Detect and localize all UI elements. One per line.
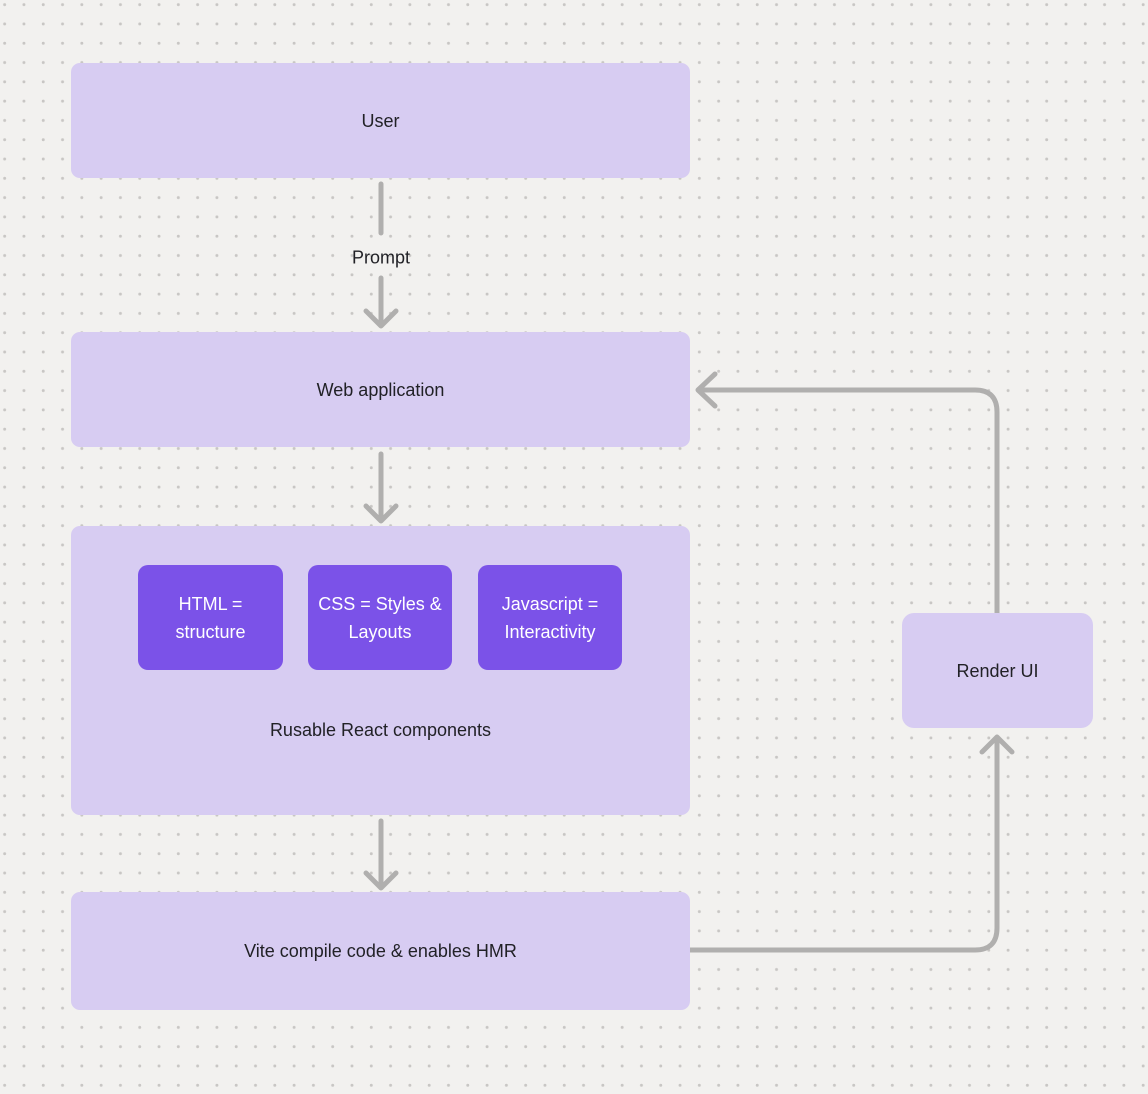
node-javascript-label: Javascript = Interactivity [501, 593, 599, 642]
edge-components-group-to-vite[interactable] [363, 818, 399, 891]
edge-render-ui-to-web-application[interactable] [695, 371, 1000, 616]
node-html-label: HTML = structure [175, 593, 246, 642]
node-components-group[interactable]: HTML = structure CSS = Styles & Layouts … [71, 526, 690, 815]
node-user-label: User [361, 110, 400, 131]
node-user[interactable]: User [71, 63, 690, 178]
node-css[interactable]: CSS = Styles & Layouts [308, 565, 452, 670]
edge-user-to-web-application[interactable] [363, 181, 399, 329]
node-vite[interactable]: Vite compile code & enables HMR [71, 892, 690, 1010]
node-web-application[interactable]: Web application [71, 332, 690, 447]
edge-web-application-to-components-group[interactable] [363, 451, 399, 524]
components-group-caption: Rusable React components [269, 720, 492, 740]
node-web-application-label: Web application [316, 379, 445, 400]
edge-label-prompt: Prompt [351, 247, 411, 268]
node-javascript[interactable]: Javascript = Interactivity [478, 565, 622, 670]
edge-vite-to-render-ui[interactable] [687, 734, 1015, 953]
node-html[interactable]: HTML = structure [138, 565, 283, 670]
node-render-ui[interactable]: Render UI [902, 613, 1093, 728]
node-vite-label: Vite compile code & enables HMR [244, 941, 517, 961]
node-css-label: CSS = Styles & Layouts [318, 593, 442, 642]
node-render-ui-label: Render UI [956, 660, 1039, 681]
